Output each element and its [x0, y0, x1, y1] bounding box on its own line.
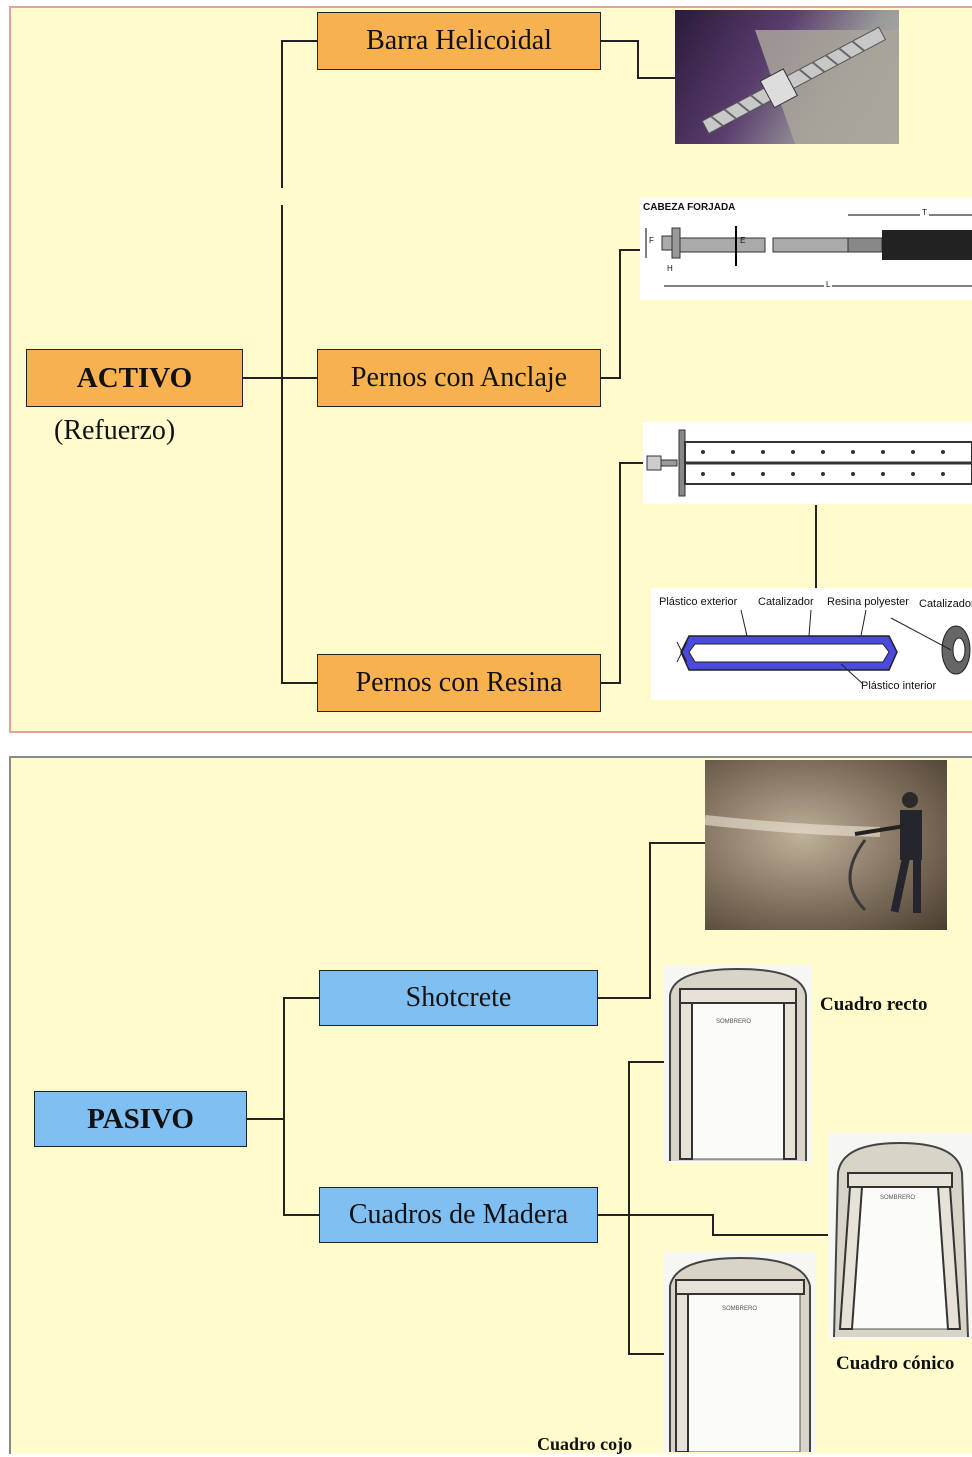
sombrero-label-recto: SOMBRERO — [716, 1019, 751, 1025]
cuadro-cojo-label: Cuadro cojo — [537, 1434, 633, 1454]
pasivo-box: PASIVO — [34, 1091, 247, 1147]
cabeza-forjada-label: CABEZA FORJADA — [643, 202, 736, 213]
dim-l-label: L — [824, 280, 833, 289]
label-resina-polyester: Resina polyester — [827, 596, 909, 608]
cartucho-resina-diagram: Plástico exterior Catalizador Resina pol… — [651, 588, 972, 700]
dim-h-label: H — [667, 264, 673, 273]
pernos-anclaje-box: Pernos con Anclaje — [317, 349, 601, 407]
cuadro-recto-sketch: SOMBRERO — [664, 965, 812, 1163]
dim-e-label: E — [740, 236, 746, 245]
dim-f-label: F — [649, 236, 654, 245]
perno-resina-bolt-diagram — [643, 422, 972, 504]
cuadro-conico-sketch: SOMBRERO — [828, 1133, 972, 1339]
activo-box: ACTIVO — [26, 349, 243, 407]
label-catalizador-1: Catalizador — [758, 596, 814, 608]
sombrero-label-cojo: SOMBRERO — [722, 1306, 757, 1312]
cuadro-recto-label: Cuadro recto — [820, 994, 928, 1015]
shotcrete-photo — [705, 760, 947, 930]
activo-subtitle: (Refuerzo) — [54, 415, 176, 446]
pernos-resina-box: Pernos con Resina — [317, 654, 601, 712]
label-catalizador-2: Catalizador — [919, 598, 972, 610]
cuadro-conico-label: Cuadro cónico — [836, 1353, 955, 1374]
barra-helicoidal-box: Barra Helicoidal — [317, 12, 601, 70]
cuadros-madera-box: Cuadros de Madera — [319, 1187, 598, 1243]
dim-t-label: T — [920, 208, 929, 217]
label-plastico-exterior: Plástico exterior — [659, 596, 738, 608]
barra-helicoidal-photo — [675, 10, 899, 144]
sombrero-label-conico: SOMBRERO — [880, 1195, 915, 1201]
cuadro-cojo-sketch: SOMBRERO — [664, 1252, 816, 1453]
label-plastico-interior: Plástico interior — [861, 680, 937, 692]
perno-anclaje-diagram: CABEZA FORJADA F E H T L — [640, 198, 972, 300]
shotcrete-box: Shotcrete — [319, 970, 598, 1026]
